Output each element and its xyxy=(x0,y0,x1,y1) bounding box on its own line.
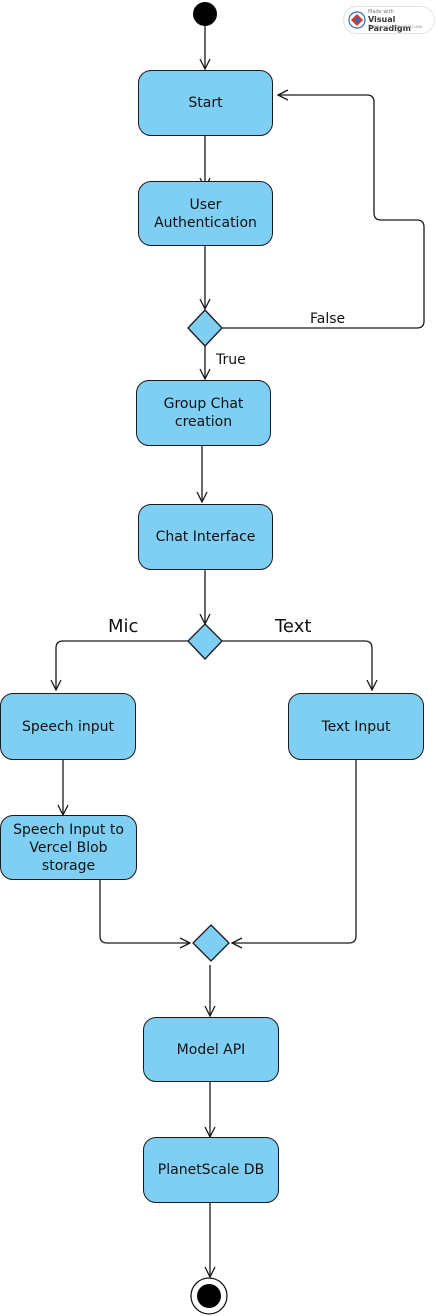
initial-node xyxy=(193,2,217,26)
visual-paradigm-logo-icon xyxy=(348,11,366,29)
watermark-note: For non-commercial use xyxy=(368,25,423,30)
guard-true-label: True xyxy=(216,352,246,368)
action-speech-to-blob: Speech Input to Vercel Blob storage xyxy=(0,815,137,880)
action-start: Start xyxy=(138,70,273,136)
edge-mic-branch xyxy=(56,640,188,690)
edge-text-branch xyxy=(222,640,372,690)
final-node-core xyxy=(197,1284,221,1308)
action-model-api: Model API xyxy=(143,1017,279,1082)
edge-blob-merge xyxy=(99,880,190,943)
branch-mic-label: Mic xyxy=(108,616,139,637)
edge-false-loop xyxy=(222,95,425,329)
branch-text-label: Text xyxy=(275,616,312,637)
action-user-authentication: User Authentication xyxy=(138,181,273,246)
edge-text-merge xyxy=(232,760,357,943)
merge-node xyxy=(192,924,230,962)
decision-input-type xyxy=(187,623,223,660)
decision-auth xyxy=(187,309,223,347)
watermark-made-with: Made with xyxy=(368,9,394,15)
visual-paradigm-watermark: Made with Visual Paradigm For non-commer… xyxy=(343,6,435,34)
action-chat-interface: Chat Interface xyxy=(138,504,273,570)
watermark-brand: Visual Paradigm xyxy=(368,15,411,33)
guard-false-label: False xyxy=(310,311,346,327)
action-text-input: Text Input xyxy=(288,693,424,760)
action-planetscale-db: PlanetScale DB xyxy=(143,1137,279,1203)
action-group-chat-creation: Group Chat creation xyxy=(136,380,271,446)
action-speech-input: Speech input xyxy=(0,693,136,760)
